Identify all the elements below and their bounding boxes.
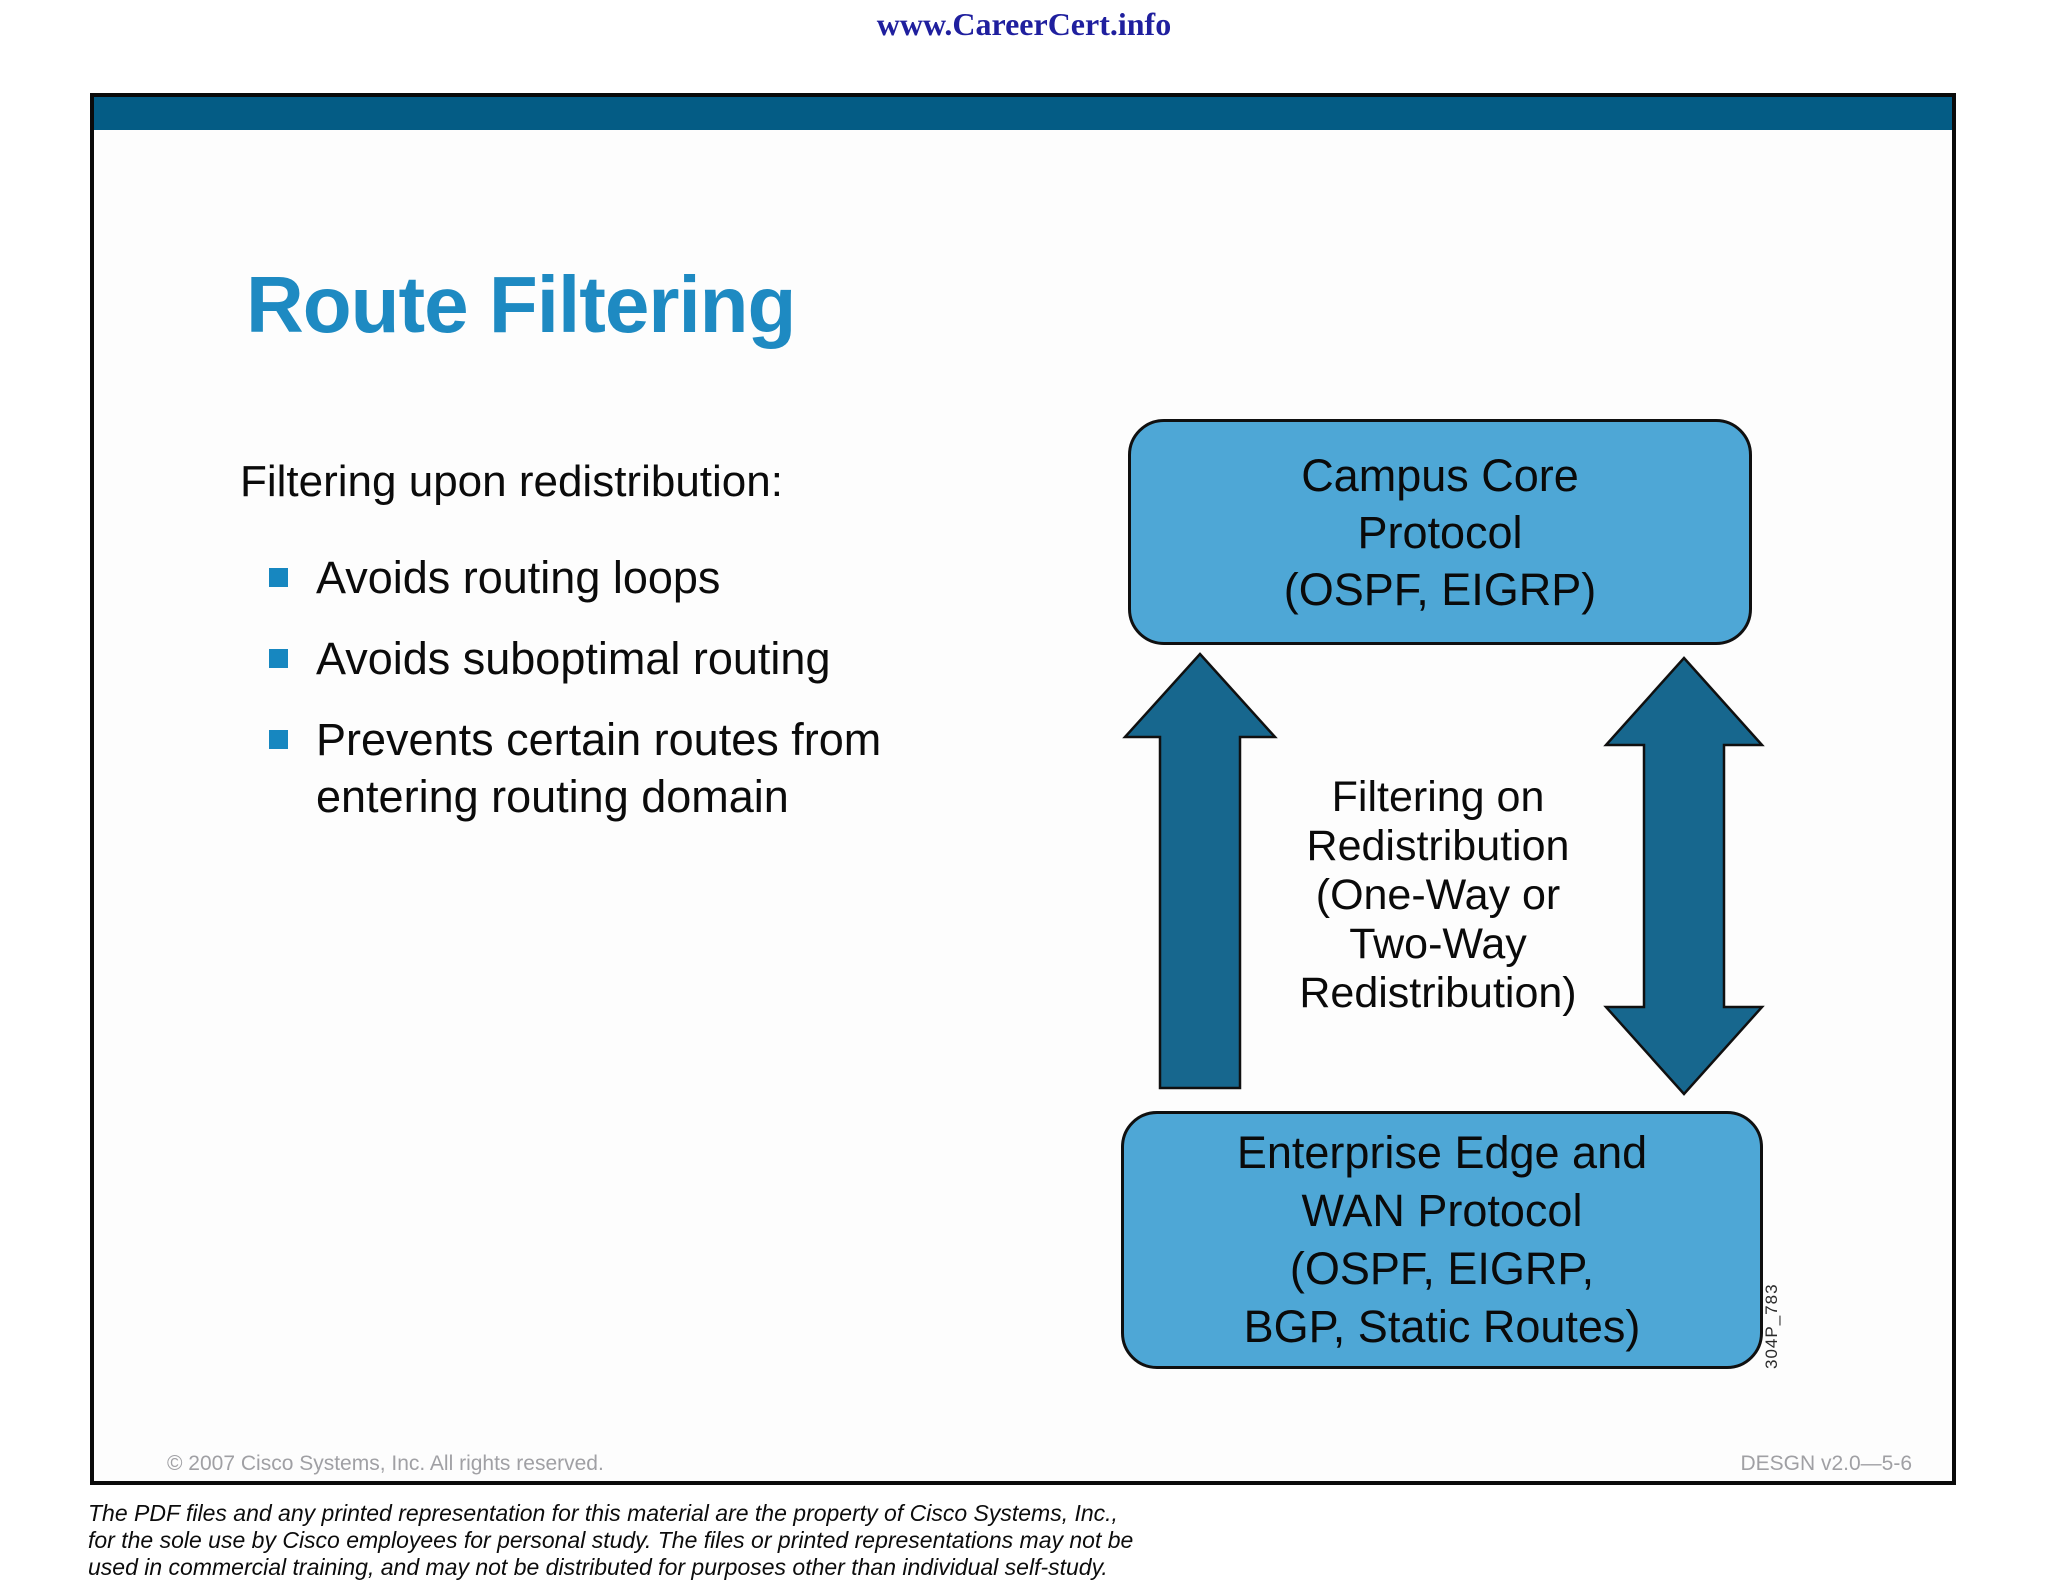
bullet-square-icon — [269, 649, 288, 668]
box-line: Campus Core — [1301, 449, 1579, 501]
slide-number-text: DESGN v2.0—5-6 — [1740, 1452, 1912, 1475]
campus-core-protocol-box: Campus Core Protocol (OSPF, EIGRP) — [1128, 419, 1752, 645]
bullet-text: Prevents certain routes from entering ro… — [316, 714, 882, 822]
label-line: (One-Way or — [1315, 871, 1561, 919]
list-item: Avoids suboptimal routing — [269, 630, 989, 687]
intro-text: Filtering upon redistribution: — [240, 457, 783, 506]
bullet-square-icon — [269, 568, 288, 587]
bullet-square-icon — [269, 730, 288, 749]
watermark-url: www.CareerCert.info — [876, 6, 1172, 42]
up-arrow-icon — [1122, 652, 1278, 1090]
box-line: Protocol — [1357, 506, 1523, 558]
double-arrow-icon — [1603, 656, 1765, 1096]
figure-id-label: 304P_783 — [1762, 1283, 1781, 1369]
box-line: (OSPF, EIGRP) — [1283, 563, 1597, 615]
bullet-list: Avoids routing loops Avoids suboptimal r… — [269, 549, 989, 849]
bullet-text: Avoids suboptimal routing — [316, 633, 831, 684]
box-line: BGP, Static Routes) — [1243, 1301, 1641, 1352]
list-item: Prevents certain routes from entering ro… — [269, 711, 989, 825]
box-line: (OSPF, EIGRP, — [1289, 1243, 1595, 1294]
disclaimer-line: for the sole use by Cisco employees for … — [88, 1527, 1134, 1553]
box-line: WAN Protocol — [1301, 1185, 1583, 1236]
page-title: Route Filtering — [246, 260, 796, 349]
slide-header-bar — [94, 97, 1952, 130]
up-arrow-shape — [1122, 652, 1278, 1090]
disclaimer-line: The PDF files and any printed representa… — [88, 1500, 1118, 1526]
label-line: Redistribution) — [1299, 969, 1577, 1017]
label-line: Two-Way — [1349, 920, 1527, 968]
list-item: Avoids routing loops — [269, 549, 989, 606]
copyright-text: © 2007 Cisco Systems, Inc. All rights re… — [167, 1452, 604, 1475]
filtering-redistribution-label: Filtering on Redistribution (One-Way or … — [1238, 773, 1638, 1018]
disclaimer-text: The PDF files and any printed representa… — [88, 1500, 1133, 1581]
bullet-text: Avoids routing loops — [316, 552, 721, 603]
slide-canvas: Route Filtering Filtering upon redistrib… — [90, 93, 1956, 1485]
disclaimer-line: used in commercial training, and may not… — [88, 1554, 1108, 1580]
box-line: Enterprise Edge and — [1236, 1127, 1648, 1178]
label-line: Filtering on — [1331, 773, 1545, 821]
double-arrow-shape — [1603, 656, 1765, 1096]
enterprise-edge-wan-protocol-box: Enterprise Edge and WAN Protocol (OSPF, … — [1121, 1111, 1763, 1369]
label-line: Redistribution — [1306, 822, 1570, 870]
